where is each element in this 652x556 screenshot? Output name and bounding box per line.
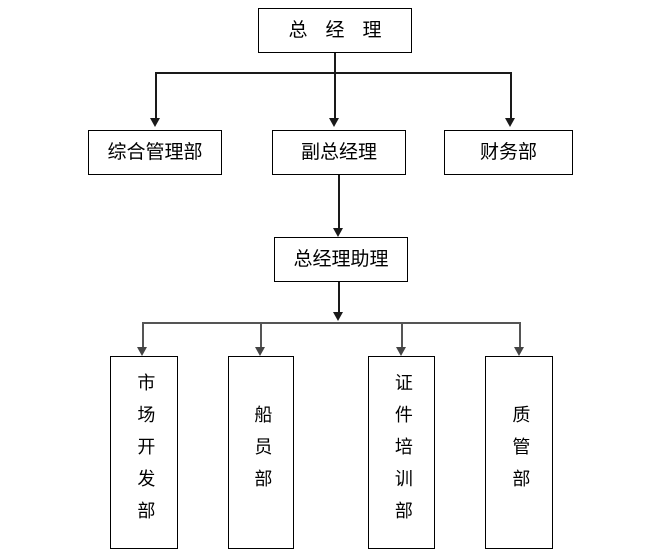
connector-to-quality-dept (519, 322, 521, 350)
arrow-to-admin-icon (150, 118, 160, 127)
arrow-to-market-dept-icon (137, 347, 147, 356)
arrow-to-assistant-icon (333, 228, 343, 237)
node-general-manager[interactable]: 总 经 理 (258, 8, 412, 53)
arrow-to-deputy-gm-icon (329, 118, 339, 127)
arrow-to-cert-training-dept-icon (396, 347, 406, 356)
arrow-to-quality-dept-icon (514, 347, 524, 356)
connector-to-cert-training-dept (401, 322, 403, 350)
connector-to-admin (155, 72, 157, 120)
node-crew-dept-label: 船员部 (251, 404, 273, 501)
node-deputy-general-manager[interactable]: 副总经理 (272, 130, 406, 175)
arrow-to-finance-icon (505, 118, 515, 127)
connector-gm-stem (334, 53, 336, 73)
connector-level4-bus (142, 322, 520, 324)
node-market-development-dept-label: 市场开发部 (134, 372, 156, 533)
node-comprehensive-management-dept[interactable]: 综合管理部 (88, 130, 222, 175)
node-quality-management-dept[interactable]: 质管部 (485, 356, 553, 549)
node-quality-management-dept-label: 质管部 (509, 404, 531, 501)
connector-level2-bus (155, 72, 511, 74)
connector-to-finance (510, 72, 512, 120)
node-crew-dept[interactable]: 船员部 (228, 356, 294, 549)
node-certificate-training-dept[interactable]: 证件培训部 (368, 356, 435, 549)
connector-deputy-to-assistant (338, 175, 340, 232)
node-market-development-dept[interactable]: 市场开发部 (110, 356, 178, 549)
arrow-into-bottom-bus-icon (333, 312, 343, 321)
arrow-to-crew-dept-icon (255, 347, 265, 356)
node-finance-dept[interactable]: 财务部 (444, 130, 573, 175)
connector-to-crew-dept (260, 322, 262, 350)
connector-to-deputy-gm (334, 72, 336, 120)
node-certificate-training-dept-label: 证件培训部 (391, 372, 413, 533)
node-general-manager-assistant[interactable]: 总经理助理 (274, 237, 408, 282)
connector-to-market-dept (142, 322, 144, 350)
connector-assistant-stem (338, 282, 340, 316)
